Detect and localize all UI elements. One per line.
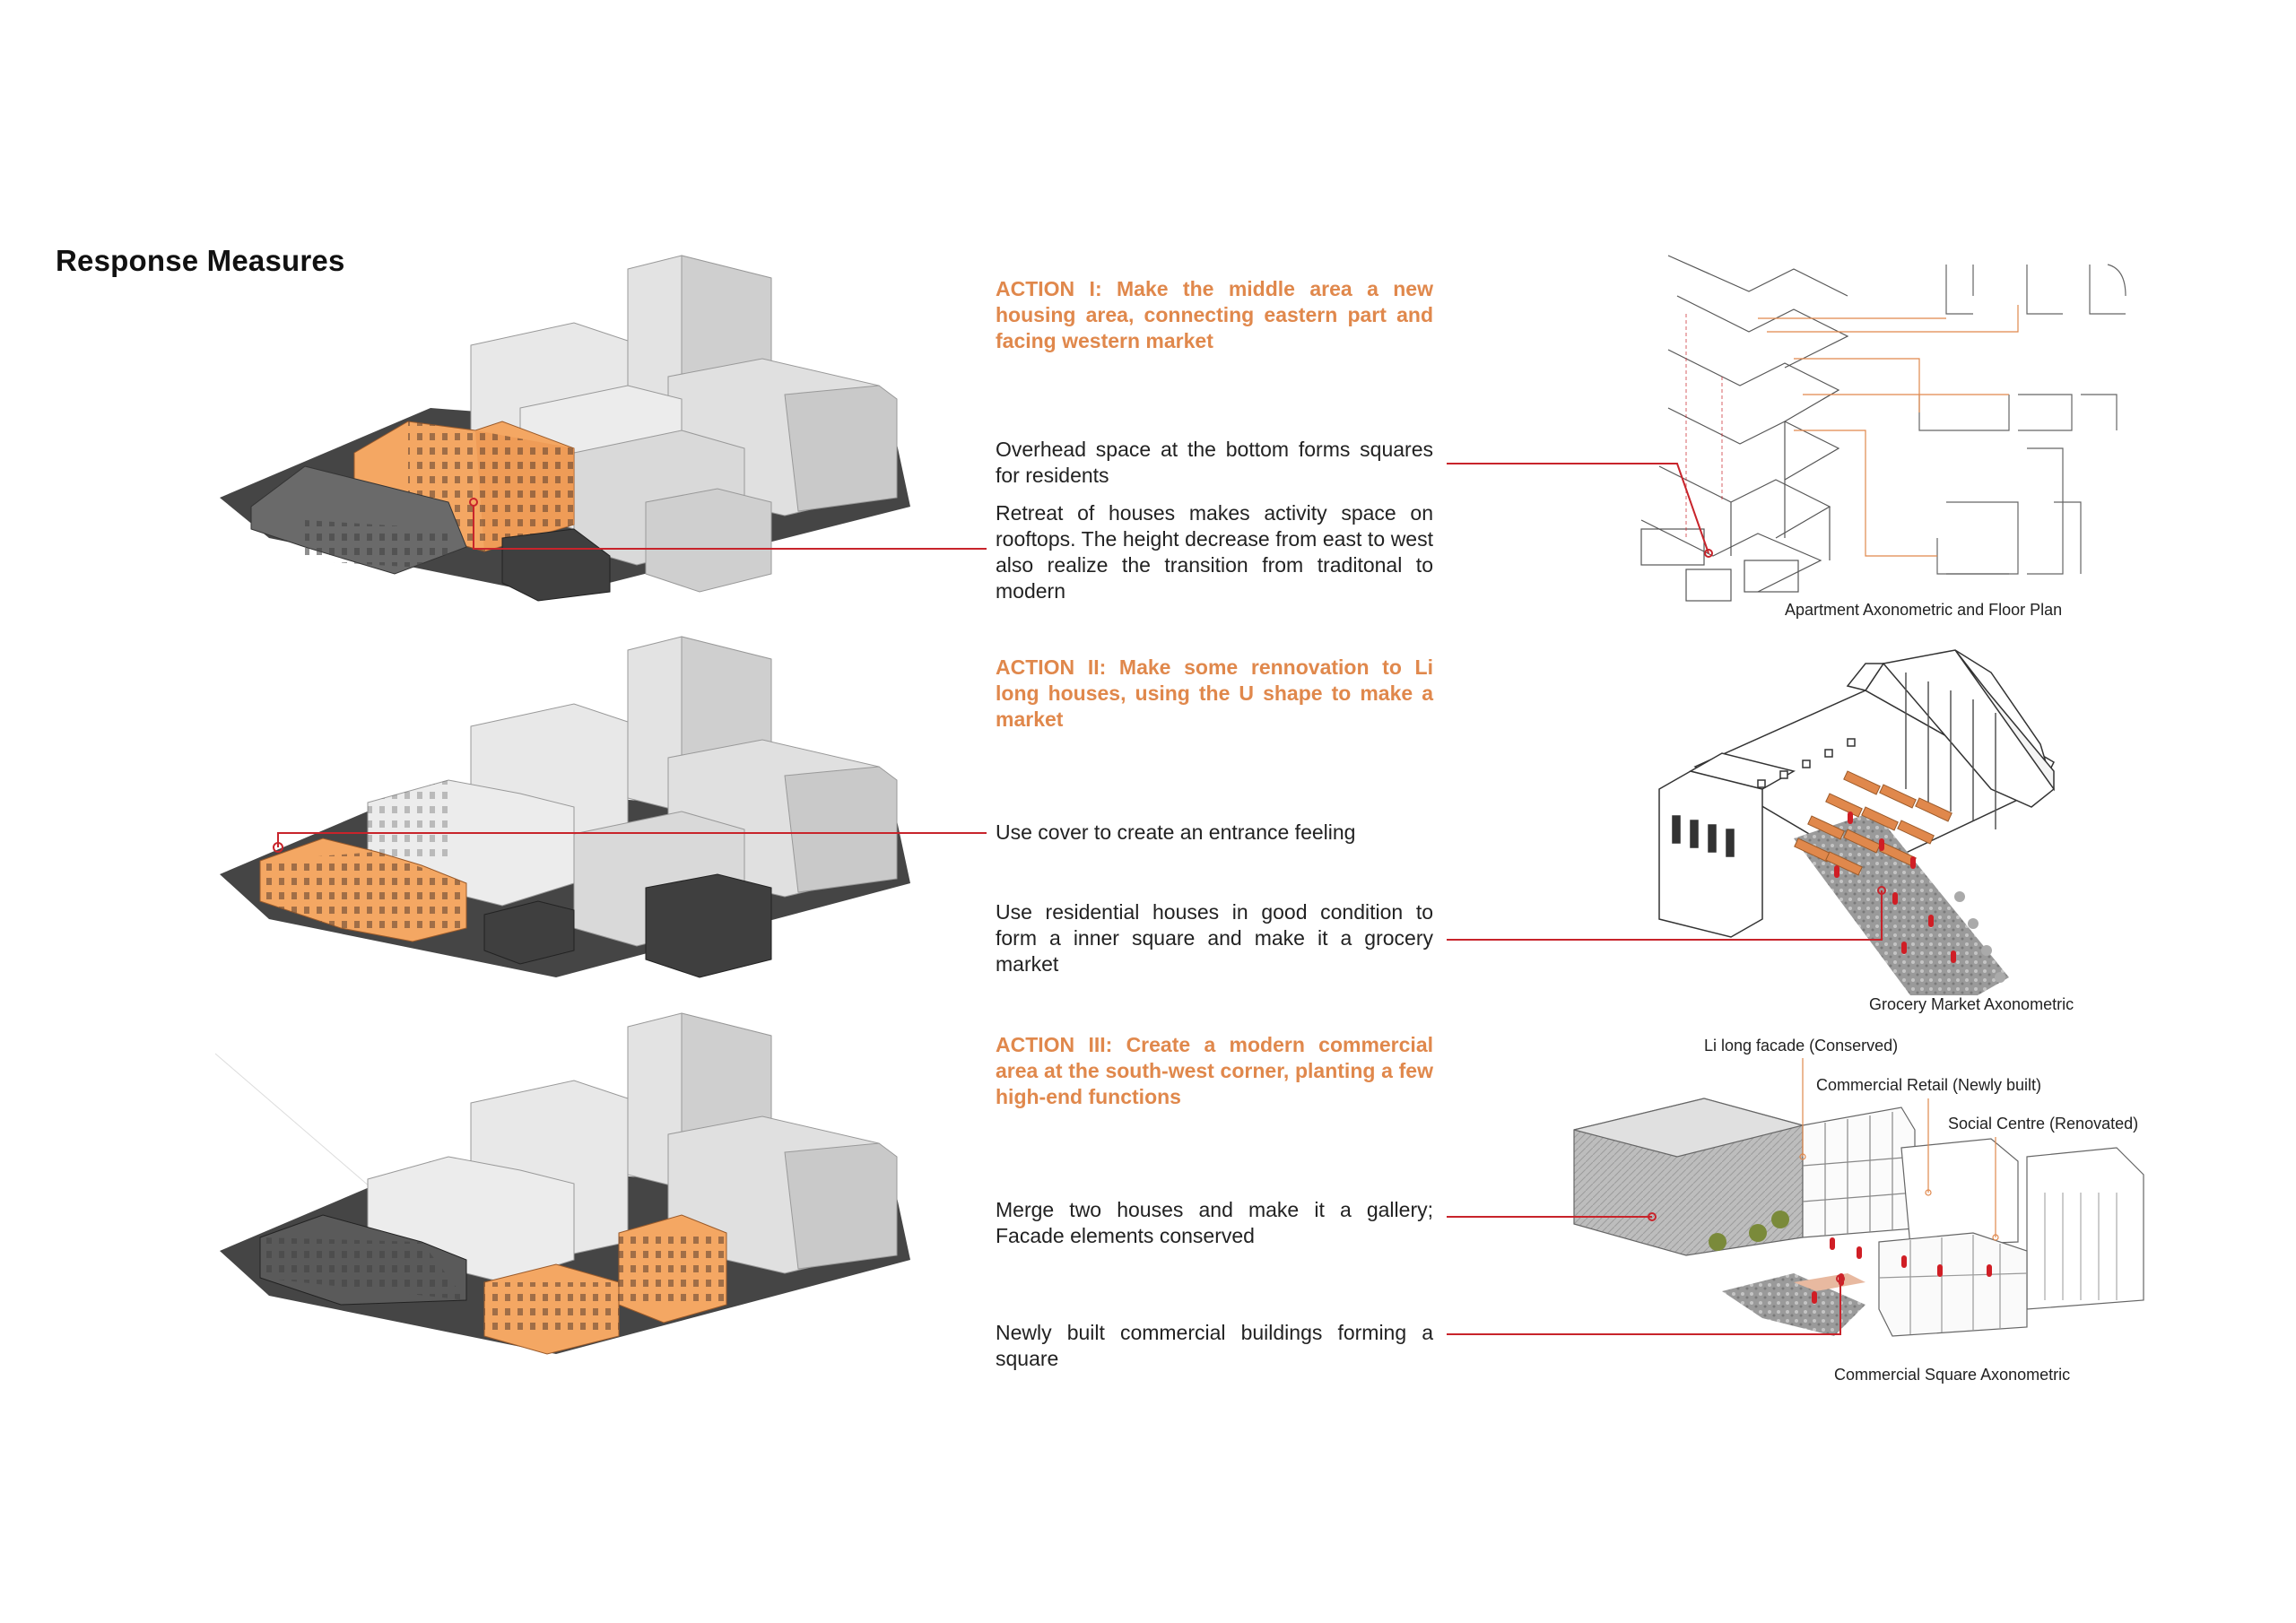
action-3-note-1: Merge two houses and make it a gallery; … xyxy=(996,1198,1433,1247)
commercial-square-drawing xyxy=(1573,1058,2144,1337)
apartment-leader-lines xyxy=(1758,305,2019,557)
page-title: Response Measures xyxy=(56,244,345,277)
label-social-centre: Social Centre (Renovated) xyxy=(1948,1115,2139,1133)
apartment-axonometric-drawing xyxy=(1640,255,1849,602)
action-3-heading: ACTION III: Create a modern commercial a… xyxy=(996,1033,1433,1108)
apartment-floor-plans xyxy=(1918,264,2126,575)
massing-model-action-2 xyxy=(220,636,910,978)
apartment-caption: Apartment Axonometric and Floor Plan xyxy=(1785,601,2063,619)
action-2-note-1: Use cover to create an entrance feeling xyxy=(996,820,1356,844)
grocery-market-drawing xyxy=(1658,649,2055,995)
grocery-caption: Grocery Market Axonometric xyxy=(1869,995,2074,1013)
action-3-note-2: Newly built commercial buildings forming… xyxy=(996,1321,1433,1370)
action-2-heading: ACTION II: Make some rennovation to Li l… xyxy=(996,655,1433,731)
action-1-heading: ACTION I: Make the middle area a new hou… xyxy=(996,277,1433,352)
action-1-note-1: Overhead space at the bottom forms squar… xyxy=(996,438,1433,487)
label-li-long-facade: Li long facade (Conserved) xyxy=(1704,1037,1899,1055)
red-leader-lines xyxy=(277,463,1886,1335)
action-2-note-2: Use residential houses in good condition… xyxy=(996,900,1433,976)
action-1-note-2: Retreat of houses makes activity space o… xyxy=(996,501,1433,603)
commercial-caption: Commercial Square Axonometric xyxy=(1834,1366,2071,1384)
massing-model-action-3 xyxy=(214,1012,910,1355)
label-commercial-retail: Commercial Retail (Newly built) xyxy=(1816,1076,2042,1094)
